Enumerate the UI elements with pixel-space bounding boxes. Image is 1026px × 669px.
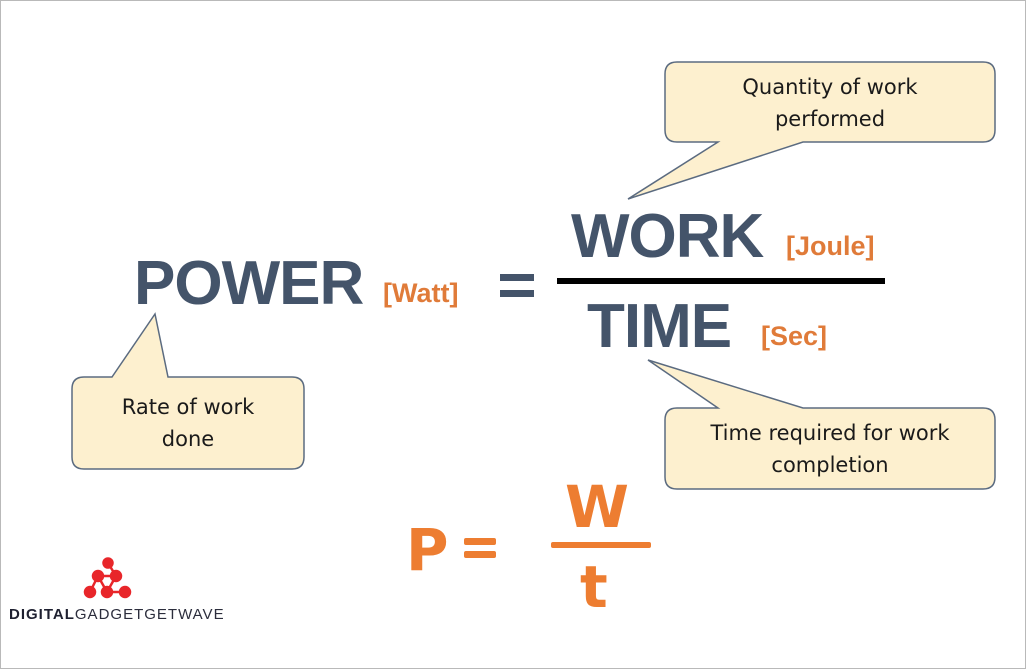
power-unit: [Watt] [383,278,459,308]
power-label: POWER [134,249,364,318]
formula-numerator: W [565,473,629,541]
callout-work-text: Quantity of work performed [665,71,995,135]
callout-time-line2: completion [771,453,889,477]
callout-work-line1: Quantity of work [742,75,918,99]
callout-power-text: Rate of work done [72,391,304,455]
formula-equals-top [464,538,496,545]
equals-bottom [500,290,534,297]
work-unit: [Joule] [786,231,875,261]
callout-time-line1: Time required for work [710,421,950,445]
formula-equals-bottom [464,551,496,558]
logo-wordmark: DIGITALGADGETGETWAVE [9,606,225,623]
logo-bold: DIGITAL [9,606,75,623]
molecule-network-icon [83,557,132,599]
work-label: WORK [571,202,764,271]
callout-work-line2: performed [774,107,886,131]
logo-light: GADGETGETWAVE [74,606,225,623]
formula-p: P [406,516,449,584]
formula-fraction-bar [551,542,651,548]
callout-power-line2: done [161,427,215,451]
time-label: TIME [587,292,732,361]
callout-time-text: Time required for work completion [665,417,995,481]
time-unit: [Sec] [761,321,828,351]
formula-denominator: t [580,553,608,621]
callout-power-line1: Rate of work [121,395,255,419]
callout-power-shape [71,312,305,470]
callout-work-shape [627,61,996,200]
fraction-bar [557,278,885,284]
equals-top [500,274,534,281]
callout-time-shape [647,359,996,490]
